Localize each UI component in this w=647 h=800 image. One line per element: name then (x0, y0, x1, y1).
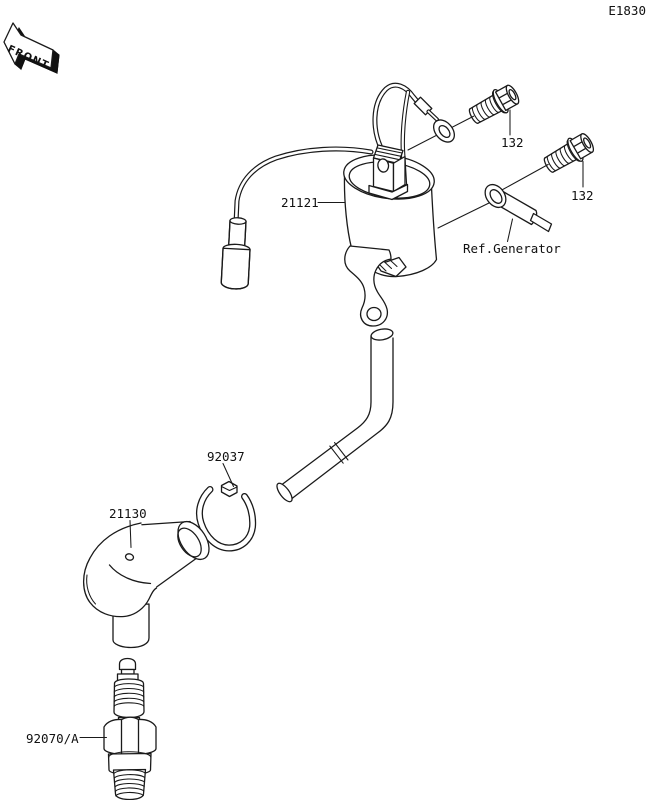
cap-vent-hole (124, 553, 135, 561)
label-ignition-coil: 21121 (281, 195, 319, 210)
coil-bracket (344, 245, 392, 327)
bolt-upper (468, 84, 520, 124)
plug-hex-nut (103, 716, 157, 756)
coil-terminal-block (368, 144, 409, 201)
ref-generator-lead (484, 183, 553, 233)
label-bolt-upper: 132 (501, 135, 524, 150)
diagram-code: E1830 (608, 3, 646, 18)
spark-plug-lead (276, 328, 394, 503)
front-arrow-face (3, 22, 54, 69)
front-arrow: FRONT (3, 22, 60, 74)
clamp-head (220, 480, 238, 498)
label-spark-plug: 92070/A (26, 731, 79, 746)
boot-top-opening (229, 217, 247, 225)
clamp (195, 480, 257, 552)
terminal-hole (377, 158, 390, 173)
primary-wire (233, 146, 374, 222)
label-ref-generator: Ref.Generator (463, 241, 561, 256)
bolt-lower (543, 133, 595, 173)
wire-connector-boot (220, 217, 251, 290)
lead-top-opening (370, 328, 394, 341)
leader-lines (79, 109, 584, 739)
spark-plug (103, 657, 157, 800)
bracket-eyelet (366, 306, 382, 322)
spark-plug-cap (82, 520, 210, 649)
label-bolt-lower: 132 (571, 188, 594, 203)
label-plug-cap: 21130 (109, 506, 147, 521)
plug-terminal-nut (118, 657, 137, 671)
label-clamp: 92037 (207, 449, 245, 464)
lead-end-cap (276, 482, 293, 503)
